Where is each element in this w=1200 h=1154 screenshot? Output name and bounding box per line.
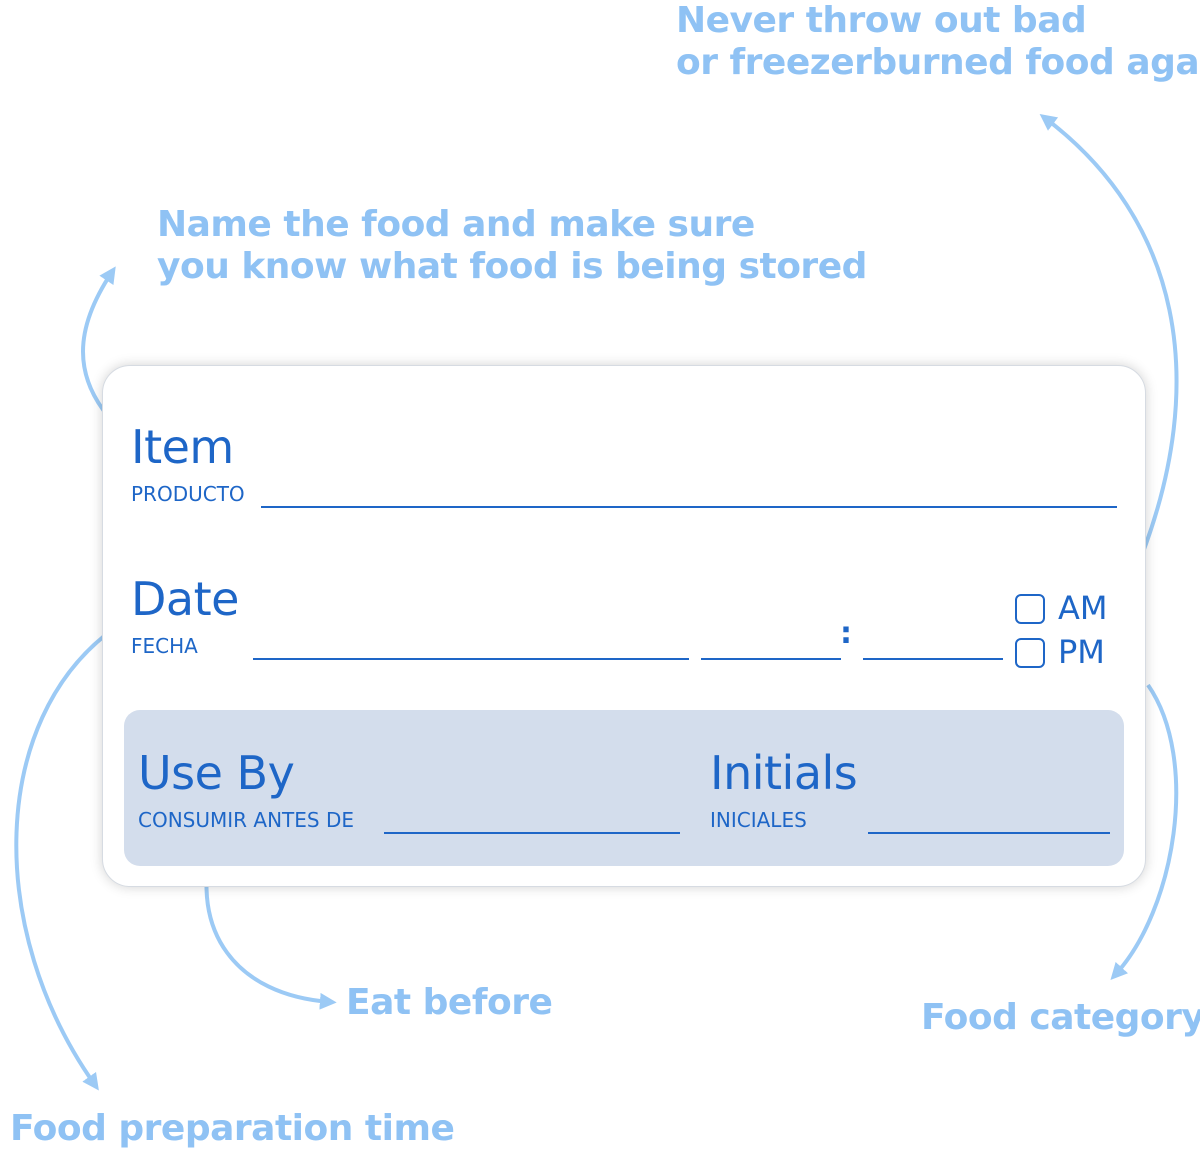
time-colon: :	[840, 616, 852, 651]
item-title: Item	[131, 420, 234, 474]
callout-never-throw-line-2: or freezerburned food again!	[676, 42, 1200, 83]
use-by-subtitle: CONSUMIR ANTES DE	[138, 808, 354, 832]
callout-food-category: Food category	[921, 997, 1200, 1038]
minute-write-line[interactable]	[863, 658, 1003, 660]
date-title: Date	[131, 572, 239, 626]
hour-write-line[interactable]	[701, 658, 841, 660]
initials-subtitle: INICIALES	[710, 808, 807, 832]
callout-name-food: Name the food and make sure you know wha…	[157, 204, 867, 288]
initials-title: Initials	[710, 746, 858, 800]
initials-write-line[interactable]	[868, 832, 1110, 834]
use-by-panel: Use By CONSUMIR ANTES DE Initials INICIA…	[124, 710, 1124, 866]
use-by-title: Use By	[138, 746, 295, 800]
callout-name-food-line-1: Name the food and make sure	[157, 204, 755, 245]
date-subtitle: FECHA	[131, 634, 198, 658]
callout-never-throw-line-1: Never throw out bad	[676, 0, 1087, 41]
callout-eat-before: Eat before	[346, 982, 553, 1023]
pm-label: PM	[1058, 633, 1105, 671]
checkbox-icon[interactable]	[1015, 638, 1045, 668]
date-write-line[interactable]	[253, 658, 689, 660]
checkbox-icon[interactable]	[1015, 594, 1045, 624]
arrow-to-prep-time-icon	[14, 628, 114, 1091]
item-write-line[interactable]	[261, 506, 1117, 508]
food-label-card: Item PRODUCTO Date FECHA : AM PM Use By …	[102, 365, 1146, 887]
am-label: AM	[1058, 589, 1108, 627]
item-subtitle: PRODUCTO	[131, 482, 245, 506]
callout-name-food-line-2: you know what food is being stored	[157, 246, 867, 287]
callout-never-throw: Never throw out bad or freezerburned foo…	[676, 0, 1200, 84]
use-by-write-line[interactable]	[384, 832, 680, 834]
callout-prep-time: Food preparation time	[10, 1108, 455, 1149]
